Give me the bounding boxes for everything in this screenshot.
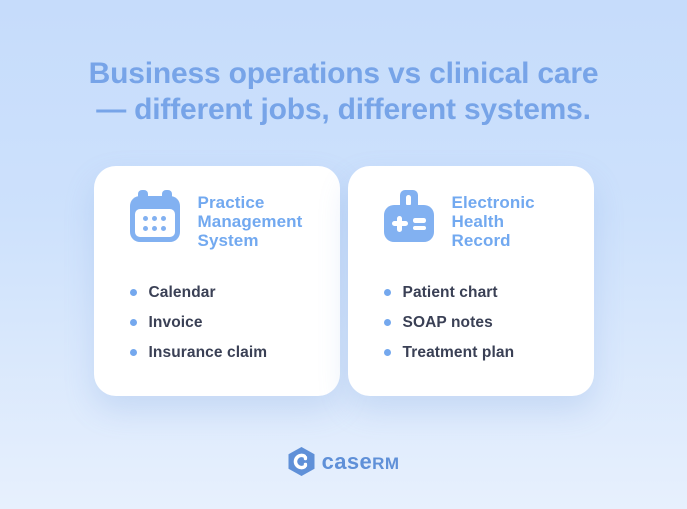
brand-logo: case RM: [0, 447, 687, 476]
badge-body: [383, 205, 434, 242]
bullet-dot-icon: [383, 319, 391, 326]
equals-icon: [412, 225, 426, 230]
list-item: SOAP notes: [383, 312, 578, 333]
bullet-dot-icon: [129, 319, 137, 326]
brand-text-case: case: [321, 448, 373, 474]
list-item-label: Treatment plan: [402, 343, 515, 361]
bullet-dot-icon: [129, 289, 137, 296]
calendar-dot: [142, 225, 148, 231]
card-practice-management-system: Practice Management System Calendar Invo…: [93, 166, 340, 396]
brand-text-rm: RM: [372, 453, 400, 473]
plus-icon: [397, 215, 402, 232]
card-electronic-health-record: Electronic Health Record Patient chart S…: [347, 166, 594, 396]
page-title: Business operations vs clinical care — d…: [0, 56, 687, 128]
cards-row: Practice Management System Calendar Invo…: [93, 166, 594, 396]
list-item-label: Insurance claim: [148, 343, 268, 361]
feature-list: Patient chart SOAP notes Treatment plan: [383, 282, 578, 363]
calendar-icon: [129, 190, 180, 242]
title-line-2: — different jobs, different systems.: [96, 93, 591, 126]
card-header: Electronic Health Record: [383, 190, 578, 250]
bullet-dot-icon: [129, 349, 137, 356]
calendar-dot: [142, 215, 148, 221]
calendar-dot: [161, 215, 167, 221]
card-heading-line: Electronic: [451, 193, 535, 212]
feature-list: Calendar Invoice Insurance claim: [129, 282, 324, 363]
bullet-dot-icon: [383, 349, 391, 356]
list-item-label: Calendar: [148, 283, 216, 301]
card-heading-line: Health: [451, 212, 505, 231]
equals-icon: [412, 218, 426, 223]
list-item-label: Invoice: [148, 313, 203, 331]
calendar-dot: [161, 225, 167, 231]
list-item: Patient chart: [383, 282, 578, 303]
hexagon-c-icon: [288, 447, 315, 476]
card-heading-line: System: [197, 231, 259, 250]
badge-clip-slot: [406, 195, 411, 206]
calendar-dot: [151, 215, 157, 221]
title-line-1: Business operations vs clinical care: [88, 57, 599, 90]
card-heading-line: Practice: [197, 193, 265, 212]
id-badge-plus-icon: [383, 190, 434, 242]
card-heading: Practice Management System: [198, 190, 303, 250]
card-header: Practice Management System: [129, 190, 324, 250]
brand-wordmark: case RM: [322, 449, 400, 475]
card-heading: Electronic Health Record: [452, 190, 535, 250]
calendar-dot: [151, 225, 157, 231]
list-item-label: SOAP notes: [402, 313, 493, 331]
card-heading-line: Record: [451, 231, 511, 250]
list-item: Calendar: [129, 282, 324, 303]
list-item: Treatment plan: [383, 342, 578, 363]
card-heading-line: Management: [197, 212, 303, 231]
bullet-dot-icon: [383, 289, 391, 296]
list-item: Invoice: [129, 312, 324, 333]
list-item-label: Patient chart: [402, 283, 498, 301]
list-item: Insurance claim: [129, 342, 324, 363]
calendar-date-panel: [134, 209, 175, 237]
